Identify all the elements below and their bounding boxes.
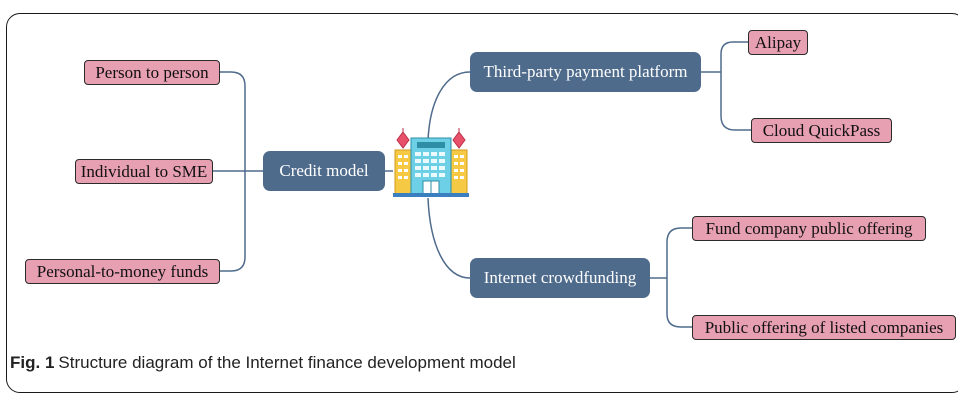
hub-credit-model: Credit model bbox=[263, 151, 385, 191]
connector-center-crowdfunding bbox=[427, 197, 471, 279]
leaf-personal-to-money-funds: Personal-to-money funds bbox=[25, 259, 220, 284]
connector-person-to-person bbox=[219, 71, 246, 171]
connector-lines bbox=[212, 41, 752, 328]
figure-caption-label: Fig. 1 bbox=[10, 353, 55, 372]
leaf-fund-company-public-offering: Fund company public offering bbox=[692, 216, 926, 241]
connector-center-payment bbox=[427, 71, 471, 141]
connector-personal-to-money bbox=[219, 171, 246, 272]
connector-fund-company bbox=[666, 227, 693, 278]
connector-cloud-quickpass bbox=[720, 72, 752, 131]
hub-internet-crowdfunding: Internet crowdfunding bbox=[470, 258, 650, 298]
leaf-alipay: Alipay bbox=[748, 30, 808, 55]
hub-third-party-payment-platform: Third-party payment platform bbox=[470, 52, 701, 92]
office-building-icon bbox=[393, 128, 469, 197]
leaf-individual-to-sme: Individual to SME bbox=[75, 159, 213, 184]
connector-listed-companies bbox=[666, 278, 693, 328]
leaf-cloud-quickpass: Cloud QuickPass bbox=[751, 118, 892, 143]
figure-caption-text: Structure diagram of the Internet financ… bbox=[58, 353, 516, 372]
leaf-person-to-person: Person to person bbox=[84, 60, 220, 85]
leaf-public-offering-listed-companies: Public offering of listed companies bbox=[692, 315, 956, 340]
connector-alipay bbox=[720, 41, 749, 72]
